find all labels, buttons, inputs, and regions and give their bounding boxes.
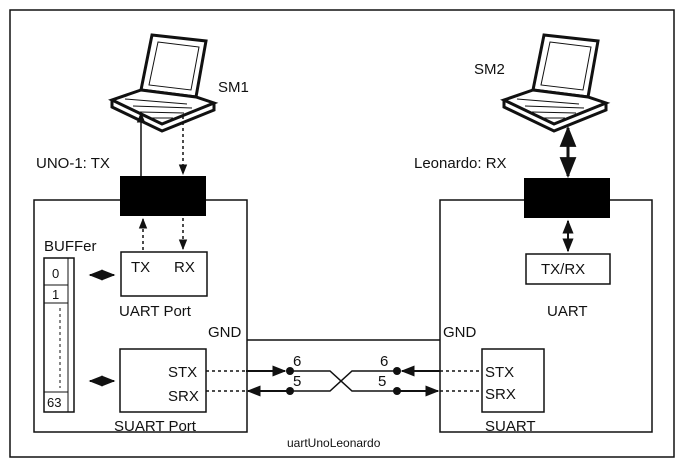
laptop-sm1-label: SM1 <box>218 79 249 96</box>
suart-port-label: SUART Port <box>114 418 197 435</box>
leonardo-srx-label: SRX <box>485 386 516 403</box>
buffer-label: BUFFer <box>44 238 97 255</box>
leonardo-uart-box-label: TX/RX <box>541 261 585 278</box>
suart-srx-label: SRX <box>168 388 199 405</box>
leonardo-suart-box <box>481 348 545 413</box>
uno-usb-connector <box>120 176 206 216</box>
leonardo-gnd-label: GND <box>443 324 477 341</box>
buffer-cell-63: 63 <box>47 395 61 410</box>
buffer-cell-0: 0 <box>52 266 59 281</box>
leonardo-board-label: Leonardo: RX <box>414 155 507 172</box>
outer-frame <box>9 9 675 458</box>
leonardo-stx-label: STX <box>485 364 514 381</box>
buffer-box <box>43 257 75 413</box>
uno-gnd-label: GND <box>208 324 242 341</box>
pin-5-right-label: 5 <box>378 373 386 390</box>
leonardo-board <box>439 199 653 433</box>
laptop-sm2-icon <box>500 33 611 133</box>
laptop-sm1-icon <box>108 33 219 133</box>
pin-5-left-label: 5 <box>293 373 301 390</box>
leonardo-suart-label: SUART <box>485 418 536 435</box>
uart-tx-label: TX <box>131 259 150 276</box>
leonardo-uart-label: UART <box>547 303 588 320</box>
laptop-sm2-label: SM2 <box>474 61 505 78</box>
buffer-cell-1: 1 <box>52 287 59 302</box>
leonardo-usb-connector <box>524 178 610 218</box>
pin-6-right-label: 6 <box>380 353 388 370</box>
pin-6-right <box>393 367 401 375</box>
uart-port-label: UART Port <box>119 303 192 320</box>
suart-port-box <box>119 348 207 413</box>
suart-stx-label: STX <box>168 364 197 381</box>
leonardo-uart-box <box>525 253 611 285</box>
uart-port-box <box>120 251 208 297</box>
uart-rx-label: RX <box>174 259 195 276</box>
pin-6-left-label: 6 <box>293 353 301 370</box>
uno-board-label: UNO-1: TX <box>36 155 110 172</box>
cross-wire-srx <box>290 370 395 392</box>
diagram-caption: uartUnoLeonardo <box>287 436 381 450</box>
